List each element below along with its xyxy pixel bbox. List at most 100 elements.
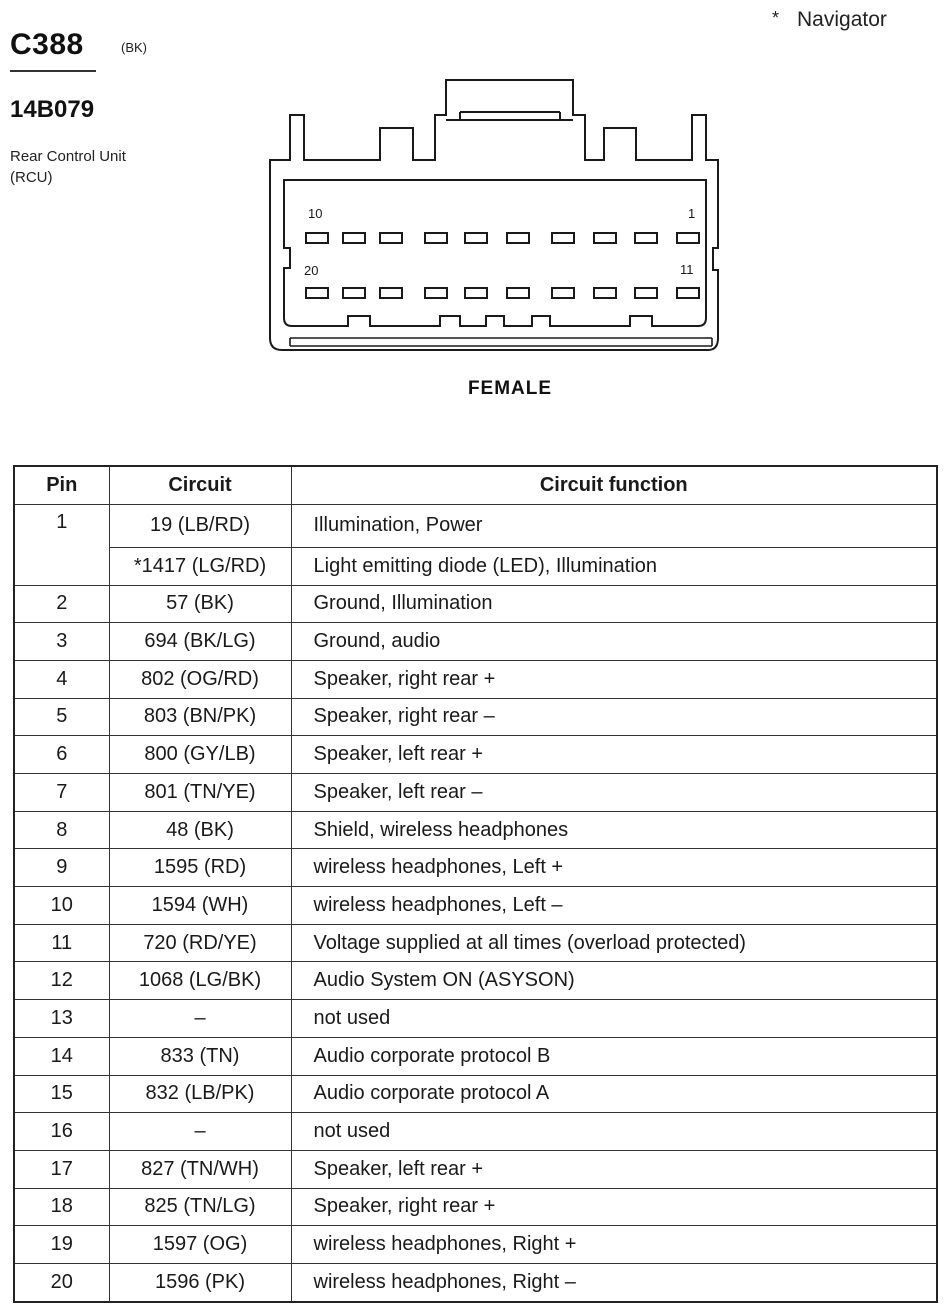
function-cell: Light emitting diode (LED), Illumination — [290, 546, 938, 586]
function-cell: Audio System ON (ASYSON) — [290, 961, 938, 1001]
circuit-cell: 694 (BK/LG) — [108, 622, 292, 661]
pin-cell: 11 — [13, 923, 110, 963]
function-cell: Ground, Illumination — [290, 584, 938, 624]
pin-cell: 9 — [13, 848, 110, 888]
footnote-text: Navigator — [797, 8, 887, 31]
function-cell: Illumination, Power — [290, 503, 938, 548]
circuit-cell: – — [108, 1112, 292, 1151]
circuit-cell: 803 (BN/PK) — [108, 697, 292, 737]
function-cell: Audio corporate protocol B — [290, 1036, 938, 1076]
description-line-1: Rear Control Unit — [10, 148, 126, 165]
function-cell: wireless headphones, Left + — [290, 848, 938, 888]
function-cell: Speaker, left rear + — [290, 1149, 938, 1189]
pin-cell: 12 — [13, 961, 110, 1001]
table-row: 4 802 (OG/RD) Speaker, right rear + — [13, 659, 938, 699]
function-cell: wireless headphones, Left – — [290, 886, 938, 925]
pin-cell: 17 — [13, 1149, 110, 1189]
table-row: 15 832 (LB/PK) Audio corporate protocol … — [13, 1074, 938, 1114]
function-cell: Speaker, left rear + — [290, 735, 938, 774]
pin-label-1: 1 — [688, 206, 695, 221]
function-cell: wireless headphones, Right + — [290, 1225, 938, 1264]
function-cell: Shield, wireless headphones — [290, 810, 938, 850]
circuit-cell: 720 (RD/YE) — [108, 923, 292, 963]
circuit-cell: 800 (GY/LB) — [108, 735, 292, 774]
description-line-2: (RCU) — [10, 169, 53, 186]
pinout-table: Pin Circuit Circuit function 1 19 (LB/RD… — [13, 465, 938, 1303]
circuit-cell: 1068 (LG/BK) — [108, 961, 292, 1001]
table-row: 2 57 (BK) Ground, Illumination — [13, 584, 938, 624]
table-row: 3 694 (BK/LG) Ground, audio — [13, 622, 938, 661]
table-row: 14 833 (TN) Audio corporate protocol B — [13, 1036, 938, 1076]
connector-id-underline — [10, 70, 96, 72]
pin-label-11: 11 — [680, 262, 694, 277]
function-cell: Ground, audio — [290, 622, 938, 661]
pin-cell: 10 — [13, 886, 110, 925]
pin-label-20: 20 — [304, 263, 318, 278]
table-row: 12 1068 (LG/BK) Audio System ON (ASYSON) — [13, 961, 938, 1001]
table-row: 9 1595 (RD) wireless headphones, Left + — [13, 848, 938, 888]
circuit-cell: 832 (LB/PK) — [108, 1074, 292, 1114]
part-number: 14B079 — [10, 96, 95, 123]
table-row: 18 825 (TN/LG) Speaker, right rear + — [13, 1187, 938, 1227]
pin-cell: 16 — [13, 1112, 110, 1151]
function-cell: wireless headphones, Right – — [290, 1262, 938, 1303]
circuit-cell: 825 (TN/LG) — [108, 1187, 292, 1227]
function-cell: Speaker, right rear + — [290, 1187, 938, 1227]
header-circuit-function: Circuit function — [290, 465, 938, 505]
circuit-cell: *1417 (LG/RD) — [108, 546, 292, 586]
pin-cell: 1 — [13, 503, 110, 548]
function-cell: not used — [290, 999, 938, 1038]
pin-cell: 7 — [13, 773, 110, 812]
function-cell: not used — [290, 1112, 938, 1151]
function-cell: Speaker, right rear + — [290, 659, 938, 699]
circuit-cell: 801 (TN/YE) — [108, 773, 292, 812]
table-row: 13 – not used — [13, 999, 938, 1038]
circuit-cell: 1594 (WH) — [108, 886, 292, 925]
pin-cell: 15 — [13, 1074, 110, 1114]
circuit-cell: 827 (TN/WH) — [108, 1149, 292, 1189]
pin-cell: 20 — [13, 1262, 110, 1303]
footnote-marker: * — [772, 8, 780, 28]
function-cell: Audio corporate protocol A — [290, 1074, 938, 1114]
pin-cell: 13 — [13, 999, 110, 1038]
table-row: 7 801 (TN/YE) Speaker, left rear – — [13, 773, 938, 812]
table-row: 20 1596 (PK) wireless headphones, Right … — [13, 1262, 938, 1303]
table-row: *1417 (LG/RD) Light emitting diode (LED)… — [13, 546, 938, 586]
connector-color-code: (BK) — [121, 40, 147, 55]
function-cell: Speaker, right rear – — [290, 697, 938, 737]
pin-cell: 14 — [13, 1036, 110, 1076]
pin-cell: 8 — [13, 810, 110, 850]
table-row: 17 827 (TN/WH) Speaker, left rear + — [13, 1149, 938, 1189]
circuit-cell: 833 (TN) — [108, 1036, 292, 1076]
table-header-row: Pin Circuit Circuit function — [13, 465, 938, 505]
table-row: 6 800 (GY/LB) Speaker, left rear + — [13, 735, 938, 774]
pin-cell: 4 — [13, 659, 110, 699]
circuit-cell: 48 (BK) — [108, 810, 292, 850]
function-cell: Speaker, left rear – — [290, 773, 938, 812]
connector-id: C388 — [10, 28, 84, 61]
table-row: 1 19 (LB/RD) Illumination, Power — [13, 503, 938, 548]
circuit-cell: 1595 (RD) — [108, 848, 292, 888]
header-pin: Pin — [13, 465, 110, 505]
circuit-cell: 1596 (PK) — [108, 1262, 292, 1303]
pin-cell: 5 — [13, 697, 110, 737]
connector-face-diagram: 10 1 20 11 — [269, 79, 719, 351]
table-row: 5 803 (BN/PK) Speaker, right rear – — [13, 697, 938, 737]
pin-cell: 6 — [13, 735, 110, 774]
footnote-legend: * Navigator — [772, 8, 887, 32]
pin-cell: 3 — [13, 622, 110, 661]
circuit-cell: 57 (BK) — [108, 584, 292, 624]
pin-cell — [13, 547, 110, 586]
table-row: 19 1597 (OG) wireless headphones, Right … — [13, 1225, 938, 1264]
pin-cell: 2 — [13, 584, 110, 624]
table-row: 16 – not used — [13, 1112, 938, 1151]
table-row: 11 720 (RD/YE) Voltage supplied at all t… — [13, 923, 938, 963]
function-cell: Voltage supplied at all times (overload … — [290, 923, 938, 963]
circuit-cell: 802 (OG/RD) — [108, 659, 292, 699]
pin-label-10: 10 — [308, 206, 322, 221]
table-row: 8 48 (BK) Shield, wireless headphones — [13, 810, 938, 850]
pin-cell: 19 — [13, 1225, 110, 1264]
connector-gender-label: FEMALE — [467, 378, 553, 399]
circuit-cell: 1597 (OG) — [108, 1225, 292, 1264]
circuit-cell: – — [108, 999, 292, 1038]
